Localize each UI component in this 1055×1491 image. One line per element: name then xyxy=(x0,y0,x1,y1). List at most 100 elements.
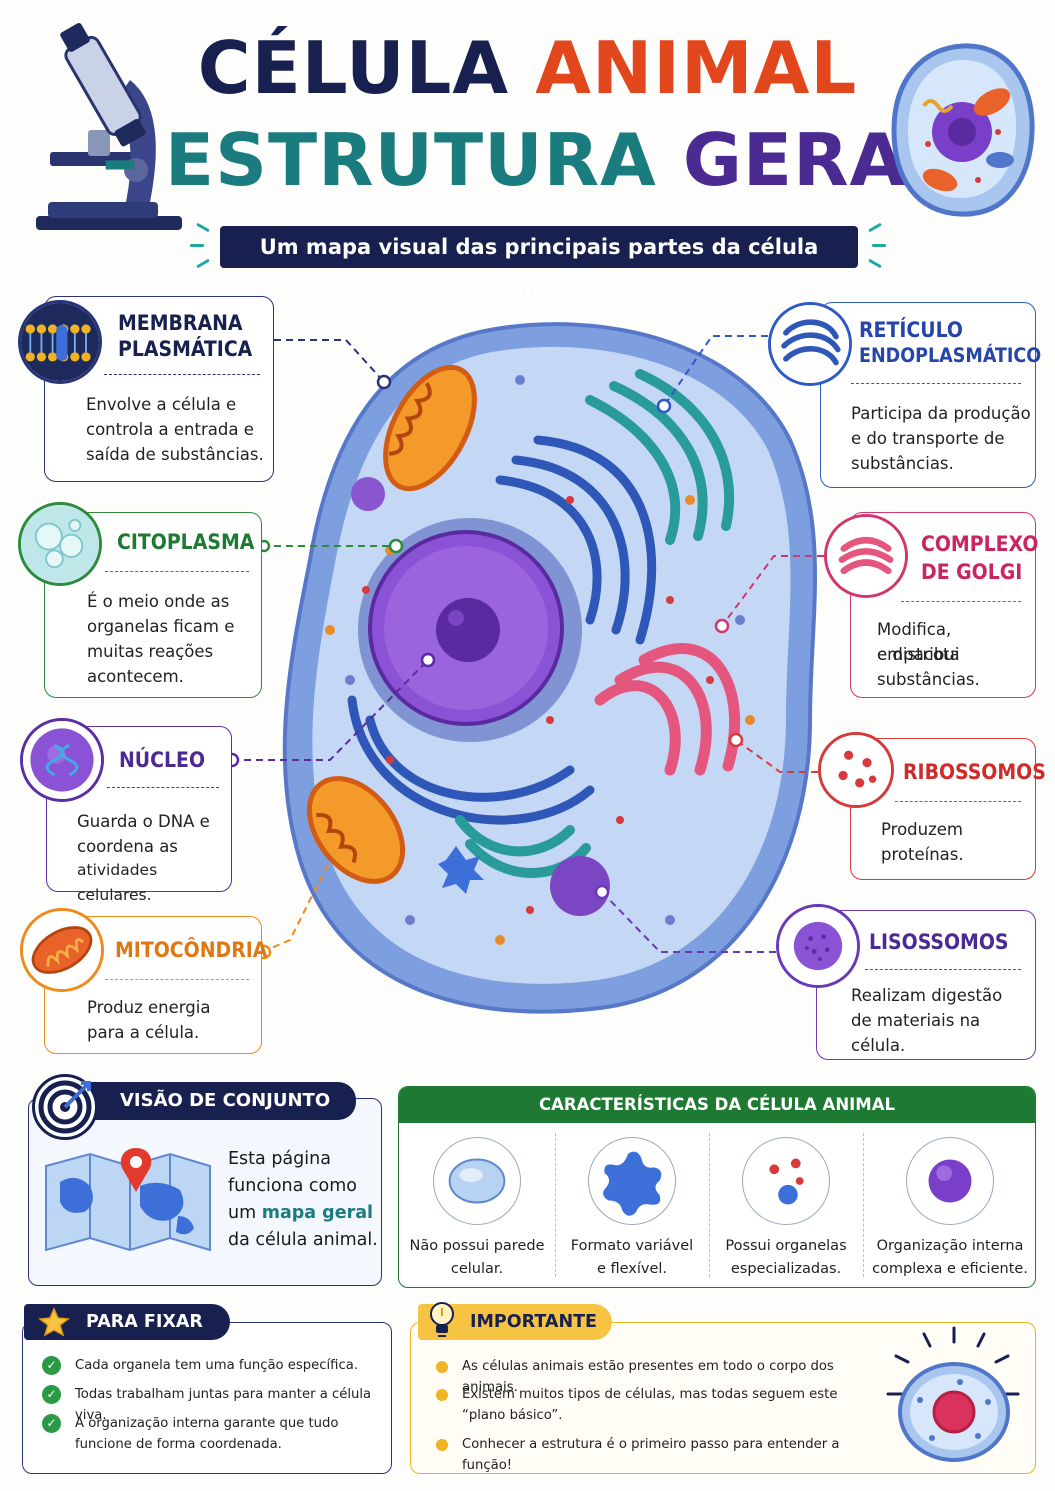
spark-decoration xyxy=(196,258,210,269)
endoplasmic-reticulum-icon xyxy=(768,302,852,386)
reticulo-desc-1: Participa da produção xyxy=(851,404,1031,423)
divider xyxy=(555,1133,556,1277)
nucleo-desc-1: Guarda o DNA e xyxy=(77,812,210,831)
nucleo-title: NÚCLEO xyxy=(119,748,206,772)
overview-text: Esta página funciona como um mapa geral … xyxy=(228,1146,378,1254)
overview-text-highlight: mapa geral xyxy=(261,1203,374,1223)
spark-decoration xyxy=(868,258,882,269)
mitochondria-icon xyxy=(20,908,104,992)
check-icon: ✓ xyxy=(42,1385,61,1404)
highlighted-cell-icon xyxy=(880,1326,1026,1466)
citoplasma-desc-4: acontecem. xyxy=(87,667,184,686)
citoplasma-title: CITOPLASMA xyxy=(117,530,255,554)
reticulo-title-line2: ENDOPLASMÁTICO xyxy=(859,344,1042,367)
card-membrana-plasmatica xyxy=(44,296,274,482)
citoplasma-desc-1: É o meio onde as xyxy=(87,592,230,611)
citoplasma-desc-3: muitas reações xyxy=(87,642,214,661)
mitocondria-title: MITOCÔNDRIA xyxy=(115,938,268,962)
cell-thumbnail-icon xyxy=(888,40,1038,220)
divider xyxy=(105,571,249,572)
check-icon: ✓ xyxy=(42,1414,61,1433)
card-citoplasma: CITOPLASMA É o meio onde as organelas fi… xyxy=(44,512,262,698)
nucleo-desc-3: atividades celulares. xyxy=(77,861,158,904)
divider xyxy=(105,979,249,980)
membrana-content: MEMBRANA PLASMÁTICA Envolve a célula e c… xyxy=(44,296,274,482)
citoplasma-desc-2: organelas ficam e xyxy=(87,617,235,636)
spark-decoration xyxy=(196,222,210,233)
map-icon xyxy=(40,1146,216,1260)
golgi-desc-3: substâncias. xyxy=(877,670,980,689)
reticulo-title-line1: RETÍCULO xyxy=(859,318,963,342)
divider xyxy=(104,374,260,375)
membrana-desc-2: controla a entrada e xyxy=(86,420,254,439)
spark-decoration xyxy=(190,244,204,247)
title-word-estrutura: – ESTRUTURA xyxy=(101,118,657,202)
mitocondria-desc-2: para a célula. xyxy=(87,1023,200,1042)
overview-title: VISÃO DE CONJUNTO xyxy=(58,1082,356,1120)
lisossomos-desc-3: célula. xyxy=(851,1036,906,1055)
lisossomos-desc-1: Realizam digestão xyxy=(851,986,1003,1005)
reticulo-desc-2: e do transporte de xyxy=(851,429,1005,448)
mitocondria-desc-1: Produz energia xyxy=(87,998,211,1017)
overview-text-after: da célula animal. xyxy=(228,1230,378,1250)
card-complexo-de-golgi: COMPLEXO DE GOLGI Modifica, empacota e d… xyxy=(850,512,1039,698)
divider xyxy=(865,969,1021,970)
membrana-title-line1: MEMBRANA xyxy=(118,311,243,335)
nucleus-sphere-icon xyxy=(906,1137,994,1225)
subtitle-banner: Um mapa visual das principais partes da … xyxy=(220,226,858,301)
overview-text-before: Esta página funciona como um xyxy=(228,1149,357,1223)
golgi-title-line2: DE GOLGI xyxy=(921,560,1023,584)
spark-decoration xyxy=(872,244,886,247)
membrana-desc-1: Envolve a célula e xyxy=(86,395,237,414)
lysosome-icon xyxy=(776,904,860,988)
amoeba-shape-icon xyxy=(588,1137,676,1225)
divider xyxy=(901,601,1021,602)
membrane-icon xyxy=(18,300,102,384)
spark-decoration xyxy=(868,222,882,233)
organelles-icon xyxy=(742,1137,830,1225)
divider xyxy=(709,1133,710,1277)
divider xyxy=(895,801,1021,802)
ribossomos-desc-2: proteínas. xyxy=(881,845,964,864)
golgi-title-line1: COMPLEXO xyxy=(921,532,1039,556)
ribossomos-title: RIBOSSOMOS xyxy=(903,760,1046,784)
target-icon xyxy=(32,1074,98,1140)
lisossomos-desc-2: de materiais na xyxy=(851,1011,981,1030)
title-line-1: CÉLULA ANIMAL xyxy=(0,26,1055,110)
membrana-desc-3: saída de substâncias. xyxy=(86,445,264,464)
bullet-icon xyxy=(436,1389,448,1401)
card-reticulo-endoplasmatico: RETÍCULO ENDOPLASMÁTICO Participa da pro… xyxy=(820,302,1041,488)
nucleus-icon xyxy=(20,718,104,802)
ribossomos-desc-1: Produzem xyxy=(881,820,963,839)
reticulo-desc-3: substâncias. xyxy=(851,454,954,473)
lisossomos-title: LISOSSOMOS xyxy=(869,930,1009,954)
animal-cell-illustration xyxy=(282,322,817,1014)
divider xyxy=(107,787,219,788)
cytoplasm-icon xyxy=(18,502,102,586)
nucleo-desc-2: coordena as xyxy=(77,837,178,856)
bullet-icon xyxy=(436,1439,448,1451)
golgi-icon xyxy=(824,514,908,598)
lightbulb-icon xyxy=(424,1298,460,1344)
star-icon xyxy=(38,1306,70,1338)
divider xyxy=(851,383,1021,384)
divider xyxy=(863,1133,864,1277)
ribosome-icon xyxy=(818,732,894,808)
golgi-desc-2: e distribui xyxy=(877,645,960,664)
traits-panel: CARACTERÍSTICAS DA CÉLULA ANIMAL Não pos… xyxy=(398,1086,1036,1288)
title-word-animal: ANIMAL xyxy=(535,26,858,110)
title-word-celula: CÉLULA xyxy=(197,26,510,110)
microscope-icon xyxy=(30,20,190,230)
card-lisossomos: LISOSSOMOS Realizam digestão de materiai… xyxy=(816,910,1036,1060)
round-cell-icon xyxy=(433,1137,521,1225)
check-icon: ✓ xyxy=(42,1356,61,1375)
traits-title: CARACTERÍSTICAS DA CÉLULA ANIMAL xyxy=(399,1087,1035,1123)
